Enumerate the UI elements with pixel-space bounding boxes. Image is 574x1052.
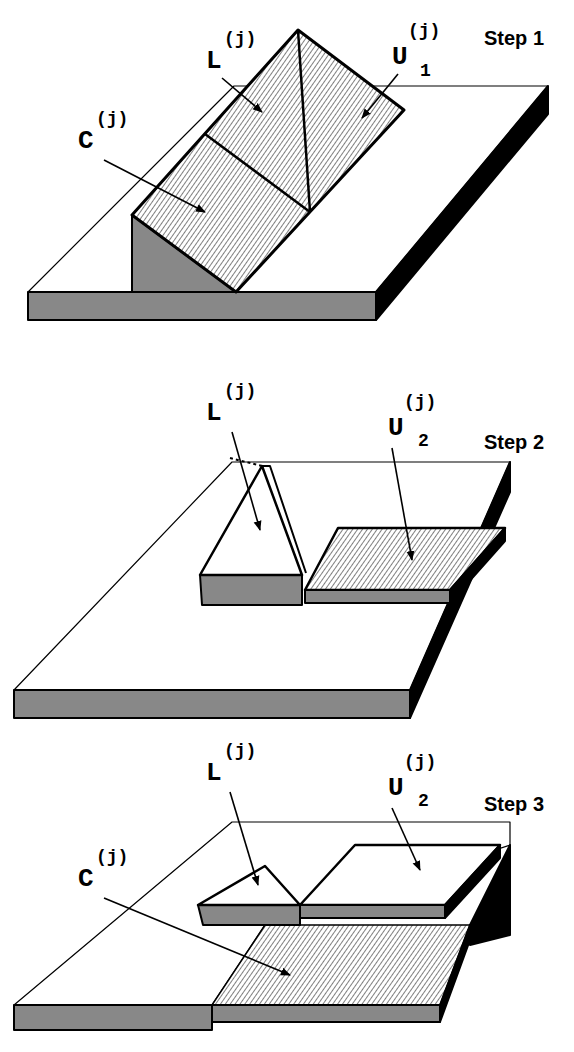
part-letter: L	[206, 400, 222, 426]
part-superscript: (j)	[96, 848, 128, 866]
step-title: Step 2	[484, 432, 544, 452]
part-letter: L	[206, 760, 222, 786]
part-superscript: (j)	[408, 22, 440, 40]
part-letter: L	[206, 48, 222, 74]
part-superscript: (j)	[404, 393, 436, 411]
part-superscript: (j)	[224, 30, 256, 48]
part-superscript: (j)	[96, 110, 128, 128]
leader-lines	[104, 74, 420, 975]
part-subscript: 2	[418, 792, 429, 810]
part-letter: C	[78, 866, 94, 892]
step-title: Step 1	[484, 28, 544, 48]
part-subscript: 2	[418, 432, 429, 450]
part-superscript: (j)	[224, 382, 256, 400]
part-letter: C	[78, 128, 94, 154]
step-title: Step 3	[484, 794, 544, 814]
part-subscript: 1	[420, 62, 431, 80]
part-letter: U	[392, 44, 408, 70]
part-letter: U	[388, 775, 404, 801]
part-letter: U	[388, 415, 404, 441]
part-superscript: (j)	[224, 742, 256, 760]
part-superscript: (j)	[404, 753, 436, 771]
